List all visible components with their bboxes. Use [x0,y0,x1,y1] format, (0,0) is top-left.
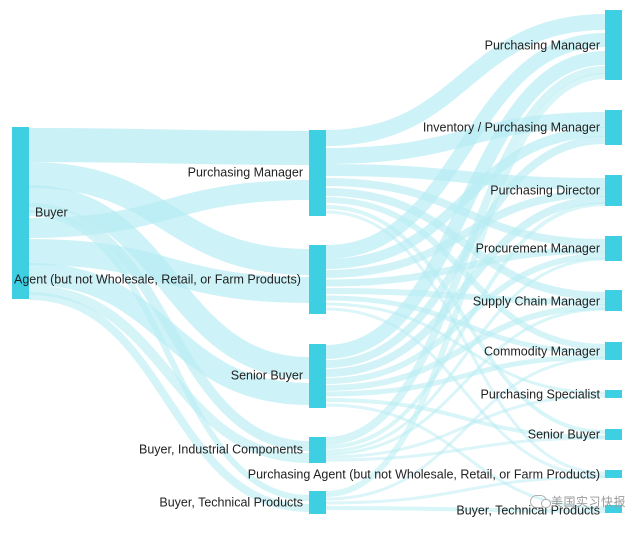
label-target-t_prm: Procurement Manager [476,241,600,255]
flow-m_bic-to-t_pd[interactable] [325,202,606,449]
node-target-t_ps[interactable] [605,390,622,398]
flow-m_bic-to-t_pm[interactable] [325,66,606,445]
node-source-agent[interactable] [12,215,29,299]
flow-m_btp-to-t_pm[interactable] [325,73,606,497]
flow-m_pm-to-t_pa[interactable] [325,210,606,475]
node-target-t_pd[interactable] [605,175,622,206]
flow-m_bic-to-t_scm[interactable] [325,307,606,456]
watermark: 美国实习快报 [529,493,626,510]
node-target-t_pm[interactable] [605,10,622,80]
node-source-buyer[interactable] [12,127,29,215]
label-target-t_ipm: Inventory / Purchasing Manager [423,120,600,134]
flow-m_btp-to-t_pa[interactable] [325,475,606,505]
node-middle-m_pm[interactable] [309,130,326,216]
flow-m_sb-to-t_btp[interactable] [325,403,606,510]
flow-agent-to-m_bic[interactable] [28,285,310,463]
label-target-t_pd: Purchasing Director [490,183,600,197]
label-target-t_btp: Buyer, Technical Products [456,503,600,517]
flow-links [28,14,606,513]
flow-m_bic-to-t_prm[interactable] [325,257,606,453]
label-target-t_ps: Purchasing Specialist [480,387,600,401]
flow-m_pm-to-t_scm[interactable] [325,188,606,300]
label-target-t_sb: Senior Buyer [528,427,600,441]
flow-m_btp-to-t_btp[interactable] [325,506,606,513]
label-target-t_pm: Purchasing Manager [485,38,600,52]
node-middle-m_btp[interactable] [309,491,326,514]
flow-m_sb-to-t_sb[interactable] [325,398,606,439]
label-target-t_scm: Supply Chain Manager [473,294,600,308]
flow-agent-to-m_agent[interactable] [28,239,310,303]
node-middle-m_sb[interactable] [309,344,326,408]
node-target-t_btp[interactable] [605,505,622,513]
watermark-text: 美国实习快报 [550,495,626,509]
flow-m_btp-to-t_cm[interactable] [325,356,606,501]
flow-m_agent-to-t_pa[interactable] [325,307,606,478]
flow-m_pm-to-t_pd[interactable] [325,164,606,190]
node-target-t_ipm[interactable] [605,110,622,145]
flow-agent-to-m_sb[interactable] [28,263,310,405]
node-middle-m_agent[interactable] [309,245,326,314]
flow-m_pm-to-t_cm[interactable] [325,197,606,350]
node-target-t_prm[interactable] [605,236,622,261]
flow-m_sb-to-t_pm[interactable] [325,51,606,359]
wechat-icon [529,495,551,508]
flow-nodes [12,10,622,514]
label-middle-m_btp: Buyer, Technical Products [159,495,303,509]
label-target-t_pa: Purchasing Agent (but not Wholesale, Ret… [248,467,600,481]
flow-m_agent-to-t_pd[interactable] [325,189,606,278]
flow-m_sb-to-t_cm[interactable] [325,354,606,397]
label-source-buyer: Buyer [35,205,68,219]
flow-m_agent-to-t_pm[interactable] [325,33,606,259]
node-middle-m_bic[interactable] [309,437,326,463]
node-target-t_sb[interactable] [605,429,622,440]
label-target-t_cm: Commodity Manager [484,344,600,358]
label-middle-m_pm: Purchasing Manager [188,165,303,179]
flow-m_sb-to-t_prm[interactable] [325,253,606,384]
label-middle-m_bic: Buyer, Industrial Components [139,442,303,456]
flow-agent-to-m_pm[interactable] [28,180,310,238]
flow-m_sb-to-t_scm[interactable] [325,304,606,391]
label-middle-m_sb: Senior Buyer [231,368,303,382]
flow-m_pm-to-t_pm[interactable] [325,14,606,146]
node-target-t_scm[interactable] [605,290,622,311]
node-target-t_pa[interactable] [605,470,622,478]
flow-m_bic-to-t_sb[interactable] [325,436,606,462]
flow-buyer-to-m_pm[interactable] [28,128,310,165]
flow-m_agent-to-t_scm[interactable] [325,288,606,305]
node-target-t_cm[interactable] [605,342,622,360]
label-source-agent: Agent (but not Wholesale, Retail, or Far… [14,272,301,286]
flow-agent-to-m_btp[interactable] [28,292,310,512]
